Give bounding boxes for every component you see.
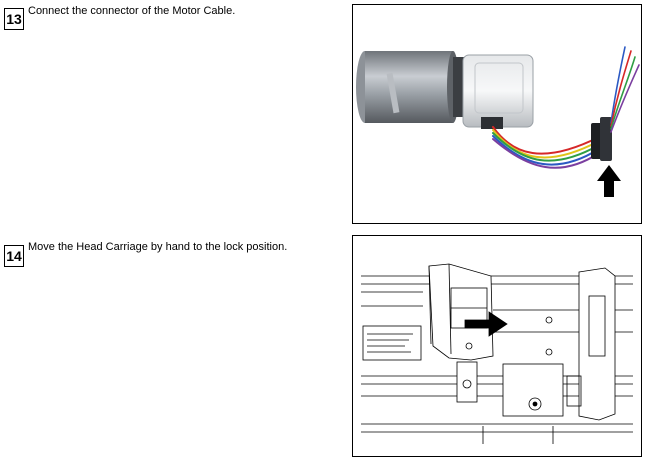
head-carriage-illustration [361, 263, 633, 444]
motor-body [356, 51, 534, 129]
motor-label-text [386, 72, 400, 114]
step-number-badge: 13 [4, 8, 24, 30]
step-number: 14 [6, 248, 22, 264]
step-number: 13 [6, 11, 22, 27]
motor-cable [492, 126, 600, 169]
step-instruction: Connect the connector of the Motor Cable… [28, 5, 236, 17]
head-carriage [428, 263, 494, 403]
step-number-badge: 14 [4, 245, 24, 267]
motor-cable-illustration [356, 46, 640, 197]
up-arrow-icon [597, 165, 621, 197]
side-frame [482, 267, 616, 444]
motor-cable-photo [352, 4, 642, 224]
cable-connector [591, 117, 612, 161]
label-plate [362, 325, 422, 361]
loose-wires [610, 46, 640, 133]
head-carriage-diagram [352, 235, 642, 457]
right-arrow-icon [464, 311, 508, 337]
step-instruction: Move the Head Carriage by hand to the lo… [28, 241, 288, 253]
